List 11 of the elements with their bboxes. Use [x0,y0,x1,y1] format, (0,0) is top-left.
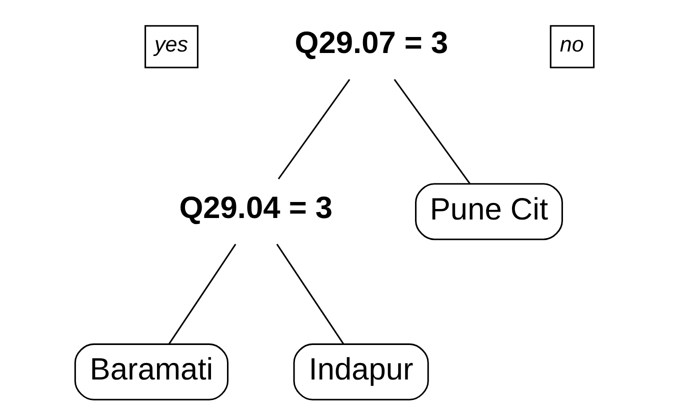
node-text: Q29.07 = 3 [294,24,448,60]
node-text: Q29.04 = 3 [179,190,333,225]
node-box: Pune Cit [415,183,563,240]
connector [276,244,344,344]
connector [394,79,471,184]
label: no [560,32,584,57]
label: yes [154,32,188,57]
connector [168,244,236,344]
node-box: Indapur [293,343,429,400]
connector [278,79,350,180]
node-box: Baramati [74,343,229,400]
